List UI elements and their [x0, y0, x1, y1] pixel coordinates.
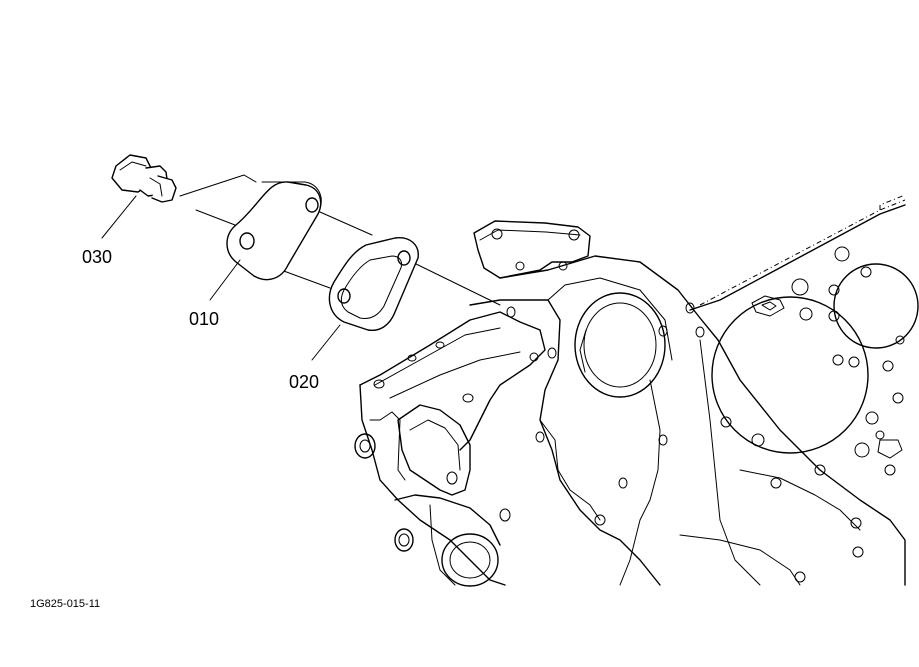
callout-030: 030 — [82, 247, 112, 267]
part-030-bolt — [111, 154, 177, 203]
engine-block — [354, 220, 906, 587]
part-010-cover-plate — [226, 181, 322, 281]
figure-code: 1G825-015-11 — [30, 598, 100, 610]
part-020-gasket — [328, 237, 419, 332]
callout-020: 020 — [289, 372, 319, 392]
leader-lines — [101, 195, 341, 361]
callout-010: 010 — [189, 309, 219, 329]
head-gasket — [689, 194, 919, 476]
